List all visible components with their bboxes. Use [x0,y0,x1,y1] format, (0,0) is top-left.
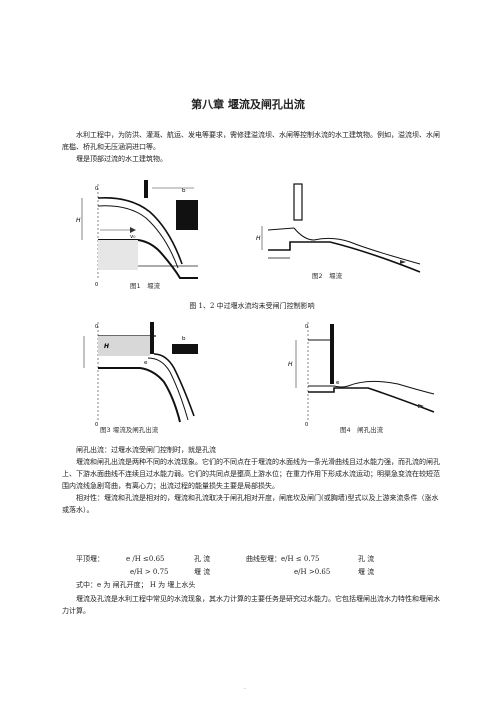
body-paragraph-2: 堰流和闸孔出流是两种不同的水流现象。它们的不同点在于堰流的水面线为一条光滑曲线且… [62,458,440,490]
criteria-legend: 式中：e 为 闸孔开度； H 为 堰上水头 [76,581,196,589]
intro-text: 水利工程中，为防洪、灌溉、航运、发电等要求，需修建溢流坝、水闸等控制水流的水工建… [62,129,442,165]
mid-caption: 图 1、2 中过堰水流均未受闸门控制影响 [189,302,315,310]
criteria-label-curved-weir: 曲线型堰：e/H ≤ 0.75 [246,555,320,563]
body-paragraph-1: 闸孔出流：过堰水流受闸门控制时，就是孔流 [76,446,216,454]
criteria-cond-1: e /H ≤0.65 [126,555,165,563]
fig3-e-label: e [144,360,148,366]
fig4-o-bottom: 0 [305,422,308,428]
fig1-h-label: H [76,217,81,224]
figure-4-sluice-gate: H e 0 0 [288,322,435,428]
criteria-type-3: 堰 流 [194,568,211,576]
closing-text: 堰流及孔流是水利工程中常见的水流现象，其水力计算的主要任务是研究过水能力。它包括… [62,593,442,617]
fig4-o-top: 0 [305,324,308,330]
intro-paragraph-1: 水利工程中，为防洪、灌溉、航运、发电等要求，需修建溢流坝、水闸等控制水流的水工建… [62,131,440,151]
figure-2-caption: 图2 堰流 [312,272,343,280]
criteria-label-flat-weir: 平顶堰： [76,555,104,563]
criteria-row-2: e/H > 0.75 堰 流 e/H >0.65 堰 流 [76,566,456,578]
body-paragraph-3: 相对性：堰流和孔流是相对的，堰流和孔流取决于闸孔相对开度，闸底坎及闸门(或胸墙)… [62,494,439,514]
fig3-o-top: 0 [95,324,98,330]
criteria-cond-4: e/H >0.65 [294,568,331,576]
figure-2-weir-flow: H [256,183,421,273]
intro-paragraph-2: 堰是顶部过流的水工建筑物。 [76,155,167,163]
fig4-e-label: e [336,380,340,386]
figure-4-caption: 图4 闸孔出流 [340,426,384,434]
fig3-h-label: H [104,343,109,350]
body-text: 闸孔出流：过堰水流受闸门控制时，就是孔流 堰流和闸孔出流是两种不同的水流现象。它… [62,444,442,516]
footer-mark: . [244,684,246,691]
fig3-b-label: b [182,336,186,342]
criteria-cond-3: e/H > 0.75 [130,568,169,576]
figure-1-weir-flow: H v₀ b 0 0 [76,180,198,288]
fig1-v0-label: v₀ [130,234,136,240]
fig2-h-label: H [256,235,261,242]
fig1-o-bottom: 0 [95,282,98,288]
fig4-h-label: H [288,361,293,368]
fig3-o-bottom: 0 [95,422,98,428]
figure-1-caption: 图1 堰流 [130,282,161,290]
criteria-type-4: 堰 流 [358,568,375,576]
closing-paragraph: 堰流及孔流是水利工程中常见的水流现象，其水力计算的主要任务是研究过水能力。它包括… [62,595,440,615]
figure-3-caption: 图3 堰流及闸孔出流 [100,426,159,434]
criteria-type-2: 孔 流 [358,555,375,563]
figure-3-weir-and-sluice: H e b 0 0 [83,322,198,428]
fig1-b-label: b [182,188,186,194]
chapter-title: 第八章 堰流及闸孔出流 [191,98,305,111]
criteria-type-1: 孔 流 [194,555,211,563]
criteria-row-1: 平顶堰： e /H ≤0.65 孔 流 曲线型堰：e/H ≤ 0.75 孔 流 [76,553,456,565]
fig1-o-top: 0 [95,186,98,192]
